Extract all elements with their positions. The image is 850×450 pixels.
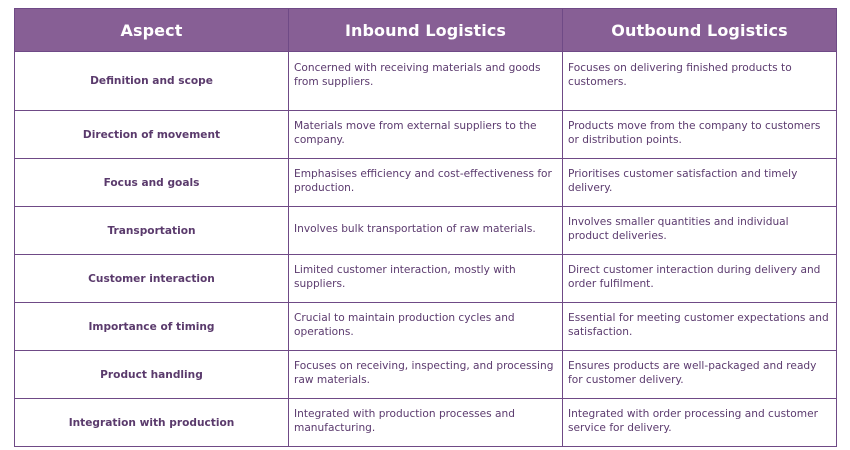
table-row: Direction of movement Materials move fro… bbox=[14, 110, 837, 159]
outbound-cell: Ensures products are well-packaged and r… bbox=[562, 350, 837, 399]
outbound-cell: Direct customer interaction during deliv… bbox=[562, 254, 837, 303]
inbound-cell: Concerned with receiving materials and g… bbox=[288, 51, 563, 111]
table-row: Integration with production Integrated w… bbox=[14, 398, 837, 447]
outbound-cell: Involves smaller quantities and individu… bbox=[562, 206, 837, 255]
table-row: Transportation Involves bulk transportat… bbox=[14, 206, 837, 255]
outbound-text: Integrated with order processing and cus… bbox=[568, 407, 818, 434]
outbound-cell: Integrated with order processing and cus… bbox=[562, 398, 837, 447]
inbound-text: Crucial to maintain production cycles an… bbox=[294, 311, 515, 338]
outbound-text: Involves smaller quantities and individu… bbox=[568, 215, 789, 242]
outbound-text: Ensures products are well-packaged and r… bbox=[568, 359, 817, 386]
inbound-text: Concerned with receiving materials and g… bbox=[294, 62, 541, 88]
header-inbound-logistics: Inbound Logistics bbox=[288, 8, 563, 52]
aspect-cell: Importance of timing bbox=[14, 302, 289, 351]
outbound-cell: Focuses on delivering finished products … bbox=[562, 51, 837, 111]
aspect-cell: Integration with production bbox=[14, 398, 289, 447]
inbound-text: Focuses on receiving, inspecting, and pr… bbox=[294, 359, 554, 386]
outbound-text: Prioritises customer satisfaction and ti… bbox=[568, 167, 798, 194]
inbound-cell: Focuses on receiving, inspecting, and pr… bbox=[288, 350, 563, 399]
inbound-cell: Limited customer interaction, mostly wit… bbox=[288, 254, 563, 303]
aspect-cell: Direction of movement bbox=[14, 110, 289, 159]
inbound-text: Integrated with production processes and… bbox=[294, 407, 515, 434]
inbound-cell: Involves bulk transportation of raw mate… bbox=[288, 206, 563, 255]
inbound-text: Materials move from external suppliers t… bbox=[294, 119, 537, 146]
aspect-label: Product handling bbox=[100, 368, 203, 381]
outbound-text: Direct customer interaction during deliv… bbox=[568, 263, 821, 290]
aspect-label: Integration with production bbox=[68, 416, 235, 429]
outbound-cell: Products move from the company to custom… bbox=[562, 110, 837, 159]
table-row: Definition and scope Concerned with rece… bbox=[14, 51, 837, 111]
header-outbound-logistics: Outbound Logistics bbox=[562, 8, 837, 52]
outbound-cell: Prioritises customer satisfaction and ti… bbox=[562, 158, 837, 207]
aspect-label: Transportation bbox=[107, 224, 196, 237]
table-row: Focus and goals Emphasises efficiency an… bbox=[14, 158, 837, 207]
aspect-label: Definition and scope bbox=[90, 75, 213, 87]
aspect-cell: Customer interaction bbox=[14, 254, 289, 303]
inbound-cell: Materials move from external suppliers t… bbox=[288, 110, 563, 159]
outbound-text: Products move from the company to custom… bbox=[568, 119, 821, 146]
inbound-text: Involves bulk transportation of raw mate… bbox=[294, 222, 536, 235]
header-aspect: Aspect bbox=[14, 8, 289, 52]
inbound-cell: Integrated with production processes and… bbox=[288, 398, 563, 447]
inbound-cell: Crucial to maintain production cycles an… bbox=[288, 302, 563, 351]
aspect-label: Direction of movement bbox=[82, 128, 221, 141]
inbound-cell: Emphasises efficiency and cost-effective… bbox=[288, 158, 563, 207]
aspect-label: Focus and goals bbox=[103, 176, 200, 189]
aspect-label: Customer interaction bbox=[88, 272, 215, 285]
table-row: Product handling Focuses on receiving, i… bbox=[14, 350, 837, 399]
aspect-cell: Product handling bbox=[14, 350, 289, 399]
table-body: Definition and scope Concerned with rece… bbox=[14, 51, 837, 447]
aspect-label: Importance of timing bbox=[88, 320, 215, 333]
aspect-cell: Definition and scope bbox=[14, 51, 289, 111]
inbound-text: Emphasises efficiency and cost-effective… bbox=[294, 167, 552, 194]
outbound-text: Focuses on delivering finished products … bbox=[568, 62, 792, 88]
aspect-cell: Focus and goals bbox=[14, 158, 289, 207]
header-row: Aspect Inbound Logistics Outbound Logist… bbox=[14, 8, 837, 52]
table-header: Aspect Inbound Logistics Outbound Logist… bbox=[14, 8, 837, 52]
outbound-cell: Essential for meeting customer expectati… bbox=[562, 302, 837, 351]
outbound-text: Essential for meeting customer expectati… bbox=[568, 311, 829, 338]
inbound-text: Limited customer interaction, mostly wit… bbox=[294, 263, 516, 290]
table-row: Importance of timing Crucial to maintain… bbox=[14, 302, 837, 351]
table-row: Customer interaction Limited customer in… bbox=[14, 254, 837, 303]
logistics-comparison-table: Aspect Inbound Logistics Outbound Logist… bbox=[14, 8, 837, 447]
aspect-cell: Transportation bbox=[14, 206, 289, 255]
